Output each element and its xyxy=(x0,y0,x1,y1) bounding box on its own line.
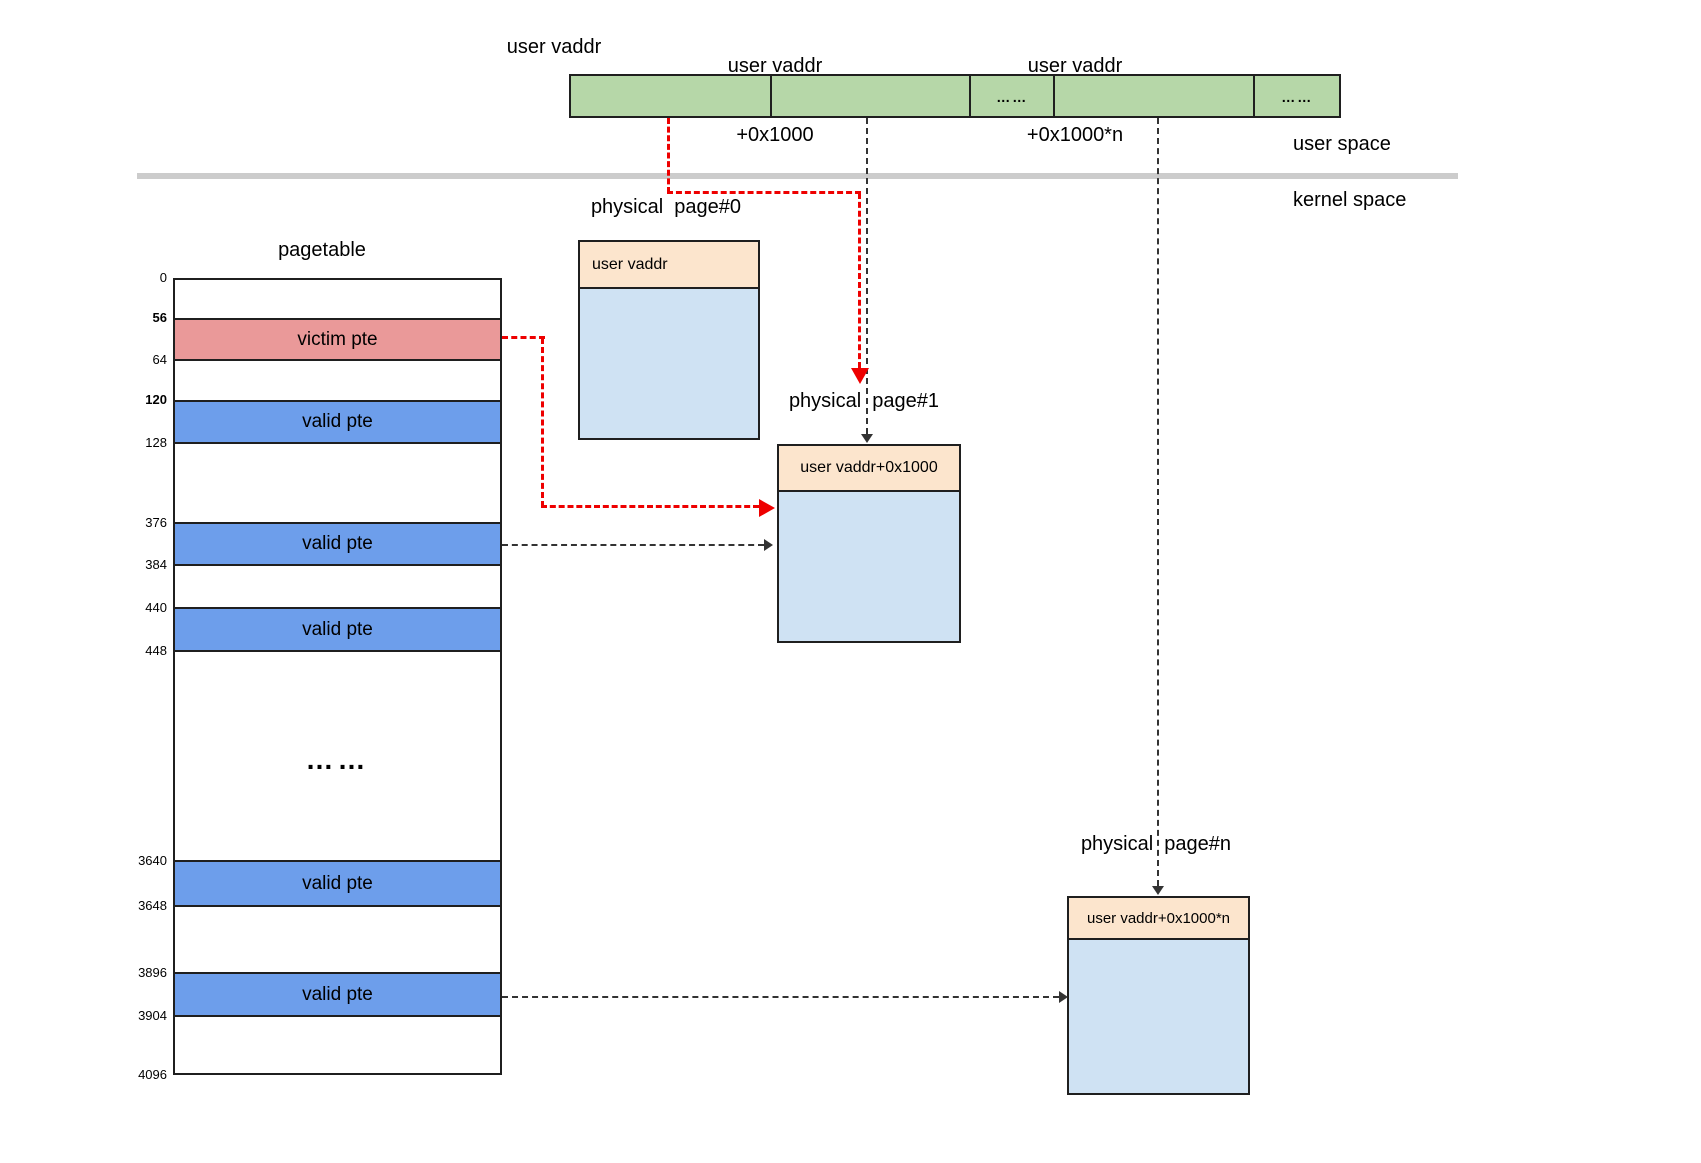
physical-page0-body xyxy=(580,289,758,438)
tick-64: 64 xyxy=(152,352,167,367)
physical-pagen-title: physical page#n xyxy=(1080,833,1232,855)
pagetable-title: pagetable xyxy=(278,239,366,261)
red-dashed-line-victim-down xyxy=(541,338,544,507)
black-arrowhead-pagen-top xyxy=(1152,886,1164,895)
tick-128: 128 xyxy=(145,435,167,450)
red-arrowhead-page1-top xyxy=(851,368,869,384)
black-dashed-line-bar-to-page1 xyxy=(866,118,868,434)
physical-page1-body xyxy=(779,492,959,641)
pagetable-row-valid-pte-4: valid pte xyxy=(173,860,502,907)
pagetable-row-victim-pte: victim pte xyxy=(173,318,502,361)
physical-page0-header: user vaddr xyxy=(580,242,758,289)
tick-440: 440 xyxy=(145,600,167,615)
pagetable-row-valid-pte-3: valid pte xyxy=(173,607,502,652)
ellipsis-dots: …… xyxy=(996,89,1029,105)
black-dashed-line-pte3896-to-pagen xyxy=(502,996,1059,998)
user-space-label: user space xyxy=(1293,133,1391,155)
physical-page1-header: user vaddr+0x1000 xyxy=(779,446,959,492)
tick-3896: 3896 xyxy=(138,965,167,980)
red-dashed-line-uservaddr-down xyxy=(667,118,670,193)
address-bar-segment-ellipsis: …… xyxy=(968,76,1054,116)
physical-pagen-box: user vaddr+0x1000*n xyxy=(1067,896,1250,1095)
address-bar-segment-ellipsis-2: …… xyxy=(1253,76,1339,116)
tick-4096: 4096 xyxy=(138,1067,167,1082)
bar-label-line2: +0x1000 xyxy=(736,124,814,146)
red-dashed-line-victim-out xyxy=(502,336,545,339)
bar-label-user-vaddr-0x1000: user vaddr +0x1000 xyxy=(695,9,855,193)
address-bar-segment-0 xyxy=(571,76,770,116)
red-dashed-line-uservaddr-down2 xyxy=(858,193,861,368)
red-dashed-line-uservaddr-across xyxy=(667,191,861,194)
bar-label-user-vaddr: user vaddr xyxy=(506,36,602,58)
pagetable-row-valid-pte-1: valid pte xyxy=(173,400,502,444)
red-dashed-line-victim-across xyxy=(541,505,759,508)
tick-56: 56 xyxy=(152,310,167,325)
bar-label-line2: +0x1000*n xyxy=(1026,124,1124,146)
tick-448: 448 xyxy=(145,643,167,658)
bar-label-line1: user vaddr xyxy=(1027,55,1123,77)
user-kernel-divider xyxy=(137,173,1458,179)
tick-3640: 3640 xyxy=(138,853,167,868)
address-bar-segment-1 xyxy=(769,76,969,116)
black-dashed-line-bar-to-pagen xyxy=(1157,118,1159,886)
address-bar-segment-n xyxy=(1053,76,1253,116)
physical-page0-title: physical page#0 xyxy=(590,196,742,218)
tick-0: 0 xyxy=(159,270,167,285)
physical-page1-box: user vaddr+0x1000 xyxy=(777,444,961,643)
kernel-space-label: kernel space xyxy=(1293,189,1407,211)
tick-120: 120 xyxy=(145,392,167,407)
black-arrowhead-page1-top xyxy=(861,434,873,443)
pagetable-box xyxy=(173,278,502,1075)
physical-pagen-header: user vaddr+0x1000*n xyxy=(1069,898,1248,940)
virtual-address-bar: …… …… xyxy=(569,74,1341,118)
pagetable-ellipsis-dots: …… xyxy=(305,744,370,775)
pagetable-row-valid-pte-5: valid pte xyxy=(173,972,502,1017)
black-arrowhead-page1-left xyxy=(764,539,773,551)
physical-pagen-body xyxy=(1069,940,1248,1093)
physical-page1-title: physical page#1 xyxy=(788,390,940,412)
pagetable-row-valid-pte-2: valid pte xyxy=(173,522,502,566)
tick-376: 376 xyxy=(145,515,167,530)
black-arrowhead-pagen-left xyxy=(1059,991,1068,1003)
red-arrowhead-page1-left xyxy=(759,499,775,517)
tick-3648: 3648 xyxy=(138,898,167,913)
physical-page0-box: user vaddr xyxy=(578,240,760,440)
bar-label-user-vaddr-0x1000n: user vaddr +0x1000*n xyxy=(995,9,1155,193)
bar-label-line1: user vaddr xyxy=(727,55,823,77)
tick-384: 384 xyxy=(145,557,167,572)
black-dashed-line-pte376-to-page1 xyxy=(502,544,764,546)
ellipsis-dots: …… xyxy=(1281,89,1314,105)
tick-3904: 3904 xyxy=(138,1008,167,1023)
